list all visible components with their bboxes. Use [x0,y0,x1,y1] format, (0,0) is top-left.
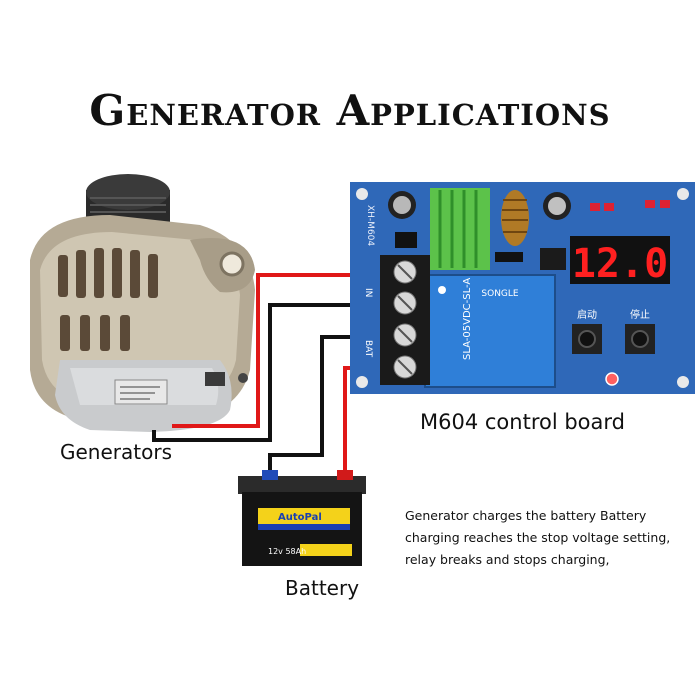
description-line: Generator charges the battery Battery [405,505,695,527]
voltage-display: 12.0 [572,241,668,287]
relay-brand: SONGLE [481,289,519,299]
generators-label: Generators [60,440,172,464]
description-line: charging reaches the stop voltage settin… [405,527,695,549]
battery-brand: AutoPal [278,512,322,523]
generator-image [30,174,255,432]
control-board-image [350,182,695,394]
board-model-marking: XH-M604 [365,205,375,246]
terminal-label-in: IN [363,288,373,297]
relay-model: SLA-05VDC-SL-A [462,278,473,360]
battery-label: Battery [285,576,359,600]
stop-button-label: 停止 [630,308,650,321]
battery-spec: 12v 58Ah [268,547,306,556]
terminal-label-bat: BAT [363,340,373,358]
description-text: Generator charges the battery Battery ch… [405,505,695,571]
description-line: relay breaks and stops charging, [405,549,695,571]
start-button-label: 启动 [577,308,597,321]
control-board-label: M604 control board [420,410,625,434]
